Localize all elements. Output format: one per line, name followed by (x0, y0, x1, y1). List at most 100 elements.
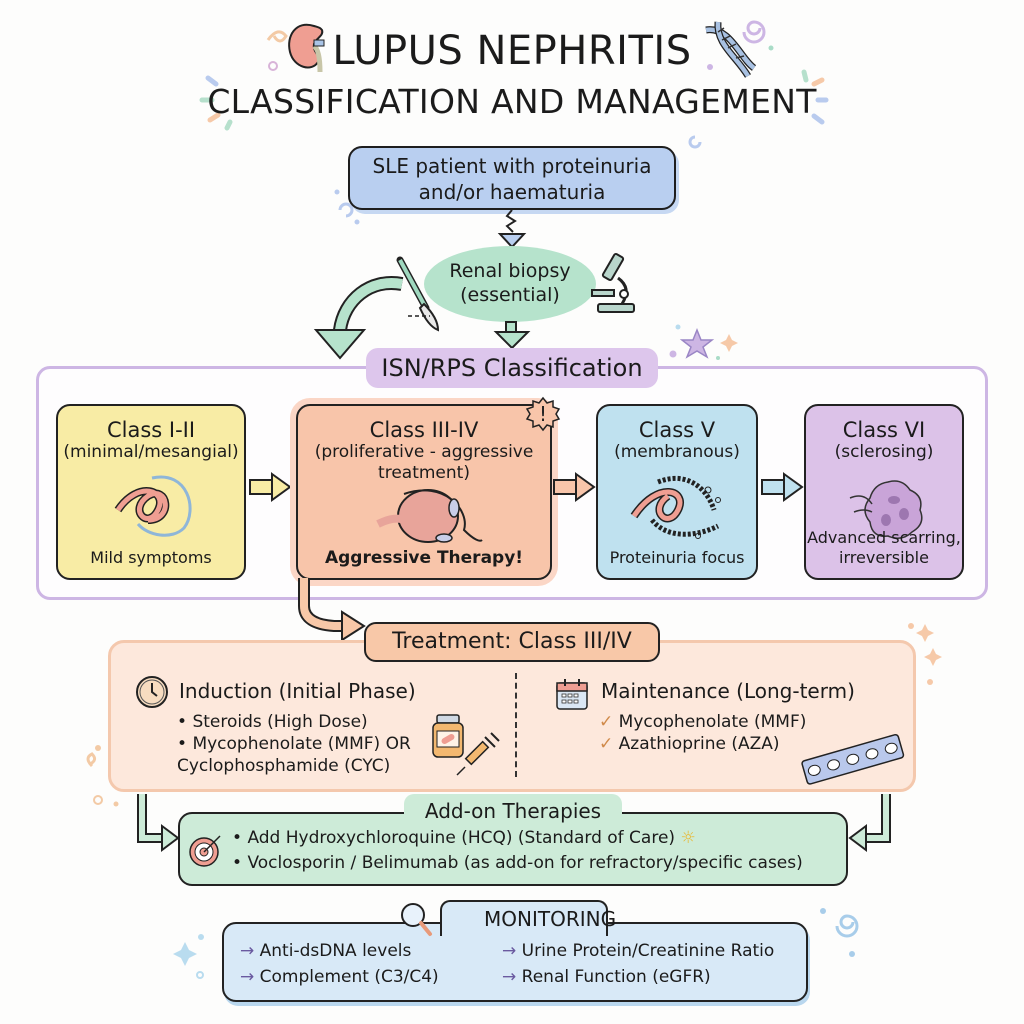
dot (768, 45, 774, 51)
monitoring-item: → Complement (C3/C4) (240, 967, 439, 987)
arrow-right-icon: → (502, 967, 517, 987)
class-title: Class V (638, 418, 716, 442)
dot (669, 350, 677, 358)
medicine-bottle-icon (432, 714, 464, 758)
check-icon: ✓ (599, 734, 614, 754)
class-vi-card: Class VI (sclerosing) Advanced scarring,… (804, 404, 964, 580)
clock-icon (136, 676, 168, 708)
dna-icon (705, 21, 757, 78)
syringe-icon (456, 732, 500, 776)
swirl-icon (86, 752, 97, 768)
class-v-card: Class V (membranous) Proteinuria focus (596, 404, 758, 580)
dot (198, 934, 204, 940)
class-title: Class III-IV (369, 418, 479, 442)
class-iii-iv-card: Class III-IV (proliferative - aggressive… (296, 404, 552, 580)
maintenance-list: ✓ Mycophenolate (MMF) ✓ Azathioprine (AZ… (599, 711, 806, 755)
down-arrow-icon (493, 321, 531, 350)
induction-title: Induction (Initial Phase) (179, 679, 416, 703)
monitoring-label-text: MONITORING (484, 907, 617, 931)
right-arrow-icon (553, 472, 596, 502)
target-icon (189, 835, 221, 867)
class-title: Class I-II (106, 418, 196, 442)
add-on-therapies-label: Add-on Therapies (404, 794, 622, 828)
monitoring-item: → Renal Function (eGFR) (502, 967, 711, 987)
glomerulus-sclerosing-icon (849, 480, 923, 539)
title-line2: CLASSIFICATION AND MANAGEMENT (207, 82, 817, 121)
dot (908, 623, 914, 629)
add-on-item: • Add Hydroxychloroquine (HCQ) (Standard… (232, 828, 696, 848)
maintenance-item: ✓ Azathioprine (AZA) (599, 734, 780, 754)
monitoring-item: → Urine Protein/Creatinine Ratio (502, 941, 775, 961)
dot (113, 801, 119, 807)
class-i-ii-card: Class I-II (minimal/mesangial) Mild symp… (56, 404, 246, 580)
divider (515, 673, 517, 777)
monitoring-label: MONITORING (440, 900, 616, 936)
sle-line2: and/or haematuria (418, 180, 606, 204)
dot (927, 679, 933, 685)
title-line1: LUPUS NEPHRITIS (332, 28, 692, 74)
class-subtitle: (proliferative - aggressive treatment) (314, 442, 534, 483)
dot (95, 745, 101, 751)
biopsy-line2: (essential) (460, 284, 560, 306)
renal-biopsy-node: Renal biopsy (essential) (424, 246, 596, 322)
pill-organizer-icon (801, 733, 905, 785)
maintenance-item: ✓ Mycophenolate (MMF) (599, 712, 807, 732)
right-arrow-icon (249, 472, 292, 502)
check-icon: ✓ (599, 712, 614, 732)
class-subtitle: (membranous) (614, 442, 740, 462)
confetti-left (199, 69, 829, 131)
treatment-panel: Induction (Initial Phase) • Steroids (Hi… (108, 640, 916, 792)
dot (707, 64, 713, 70)
sparkle-icon (916, 624, 934, 642)
scalpel-icon (396, 256, 440, 332)
warning-badge-icon: ! (525, 396, 561, 432)
curved-arrow-icon (313, 276, 404, 360)
sle-line1: SLE patient with proteinuria (372, 154, 652, 178)
swirl-icon (688, 135, 702, 149)
glomerulus-membranous-icon (630, 475, 721, 539)
swirl-icon (742, 20, 766, 44)
arrow-right-icon: → (240, 941, 255, 961)
add-on-list: • Add Hydroxychloroquine (HCQ) (Standard… (232, 826, 803, 876)
right-arrow-icon (761, 472, 804, 502)
induction-item: Cyclophosphamide (CYC) (177, 756, 391, 776)
dot (268, 61, 278, 71)
dot (849, 951, 855, 957)
monitoring-col-left: → Anti-dsDNA levels → Complement (C3/C4) (240, 938, 439, 990)
monitoring-col-right: → Urine Protein/Creatinine Ratio → Renal… (502, 938, 774, 990)
maintenance-title: Maintenance (Long-term) (601, 679, 855, 703)
left-elbow-arrow-icon (137, 794, 180, 852)
sun-icon: ☼ (680, 828, 696, 848)
dot (820, 908, 826, 914)
biopsy-line1: Renal biopsy (449, 260, 571, 282)
star-icon (679, 327, 715, 359)
induction-item: • Steroids (High Dose) (177, 712, 368, 732)
microscope-icon (591, 252, 635, 313)
dot (93, 795, 103, 805)
right-elbow-arrow-icon (848, 794, 891, 852)
zigzag-arrow-icon (497, 209, 527, 249)
add-on-item: • Voclosporin / Belimumab (as add-on for… (232, 853, 803, 873)
class-footer: Proteinuria focus (609, 548, 745, 567)
arrow-right-icon: → (240, 967, 255, 987)
arrow-right-icon: → (502, 941, 517, 961)
class-footer: Mild symptoms (90, 548, 212, 567)
class-subtitle: (sclerosing) (834, 442, 934, 462)
dot (196, 971, 204, 979)
swirl-icon (338, 202, 354, 218)
class-subtitle: (minimal/mesangial) (63, 442, 239, 462)
kidney-icon (288, 23, 325, 73)
swirl-icon (266, 30, 288, 43)
isn-rps-classification-label: ISN/RPS Classification (366, 348, 658, 388)
class-footer: Advanced scarring, irreversible (807, 528, 961, 567)
monitoring-item: → Anti-dsDNA levels (240, 941, 412, 961)
sparkle-icon (720, 334, 738, 352)
glomerulus-normal-icon (114, 475, 192, 537)
induction-item: • Mycophenolate (MMF) OR (177, 734, 411, 754)
sle-patient-box: SLE patient with proteinuria and/or haem… (348, 146, 676, 210)
sparkle-icon (173, 942, 197, 966)
treatment-class-iii-iv-label: Treatment: Class III/IV (364, 622, 660, 662)
glomerulus-proliferative-icon (376, 489, 483, 543)
dot (675, 324, 681, 330)
magnifier-icon (401, 903, 432, 936)
